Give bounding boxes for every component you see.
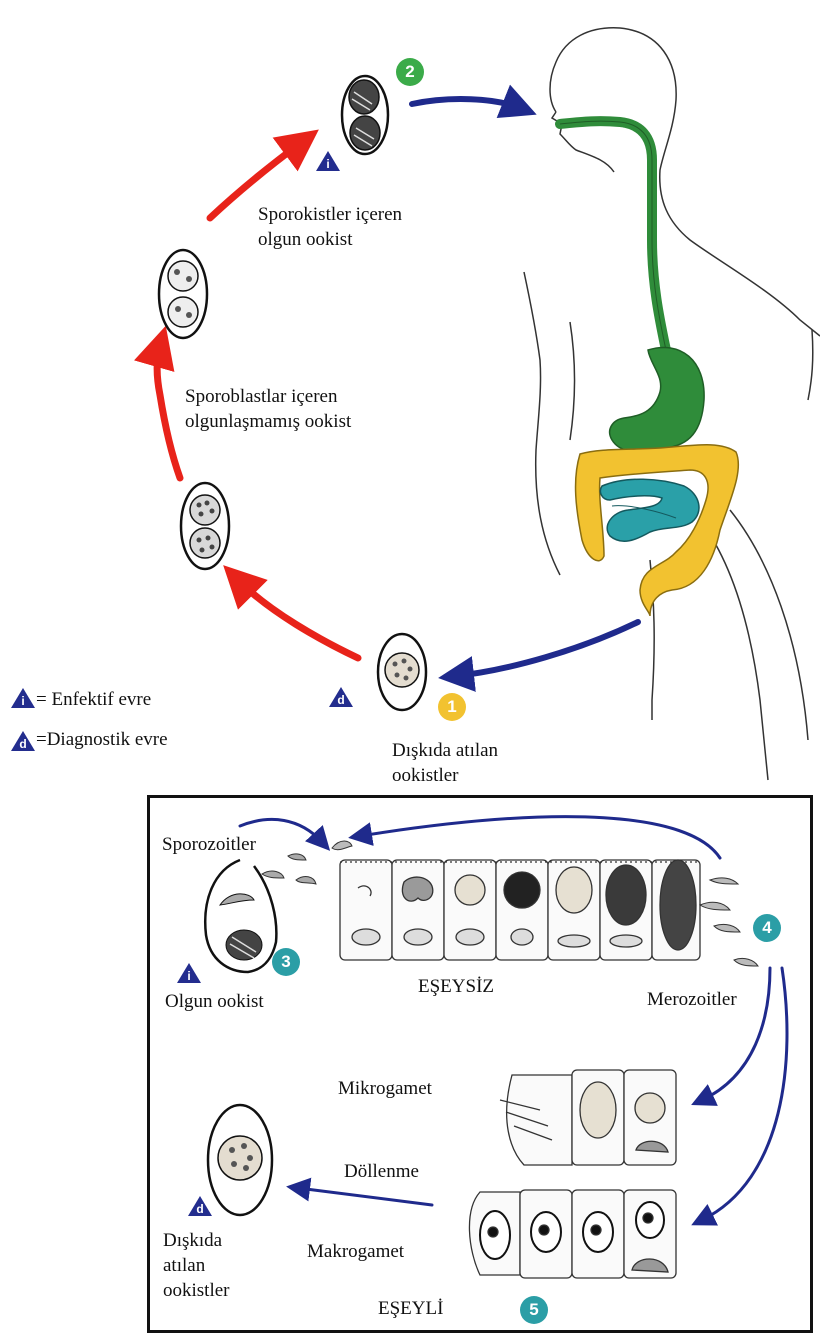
legend-infective-text: = Enfektif evre [36,688,151,712]
immature-oocyst-label: Sporoblastlar içeren olgunlaşmamış ookis… [185,384,351,434]
mature-oocyst-lower-label: Olgun ookist [165,990,264,1014]
digestive-tract [560,121,738,616]
step-2-badge: 2 [396,58,424,86]
endogenous-cycle-panel [147,795,813,1333]
diagnostic-stage-icon: d [328,686,354,708]
sporulating-oocyst [159,250,207,338]
legend-diagnostic-icon: d [10,730,36,752]
infective-stage-icon-lower: i [176,962,202,984]
immature-oocyst-sporoblasts [181,483,229,569]
mature-oocyst-label: Sporokistler içeren olgun ookist [258,202,402,252]
fertilization-label: Döllenme [344,1160,419,1184]
macrogamete-label: Makrogamet [307,1240,404,1264]
step-3-badge: 3 [272,948,300,976]
host-transfer-arrows [412,99,638,676]
diagnostic-stage-icon-lower: d [187,1195,213,1217]
legend-infective-icon: i [10,687,36,709]
passed-oocysts-lower-label: Dışkıda atılan ookistler [163,1228,230,1303]
legend-diagnostic-text: =Diagnostik evre [36,728,168,752]
merozoites-label: Merozoitler [647,988,737,1012]
mature-oocyst-sporocysts [342,76,388,154]
sporozoites-label: Sporozoitler [162,833,256,857]
unsporulated-oocyst [378,634,426,710]
step-4-badge: 4 [753,914,781,942]
passed-oocysts-label: Dışkıda atılan ookistler [392,738,498,788]
microgamete-label: Mikrogamet [338,1077,432,1101]
asexual-label: EŞEYSİZ [418,975,494,999]
step-5-badge: 5 [520,1296,548,1324]
sexual-label: EŞEYLİ [378,1297,443,1321]
infective-stage-icon: i [315,150,341,172]
step-1-badge: 1 [438,693,466,721]
